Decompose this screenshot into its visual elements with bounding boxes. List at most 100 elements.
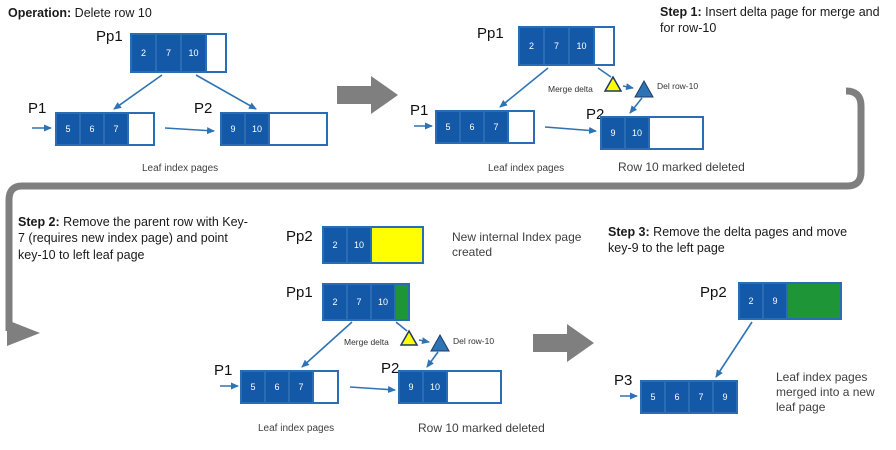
page-cell: 7 — [288, 370, 314, 404]
page-cell: 2 — [322, 283, 348, 321]
page-cell: 2 — [322, 226, 348, 264]
page-cell: 6 — [79, 112, 105, 146]
leaf-pages-caption: Leaf index pages — [488, 163, 565, 174]
s2-merge-to-del-arrow — [418, 337, 430, 345]
page-label-p2: P2 — [381, 360, 400, 377]
page-s2-p2: 9 10 — [398, 370, 502, 404]
page-cell: 2 — [738, 282, 764, 320]
s1-del-row-icon — [634, 79, 654, 98]
step2-title: Step 2: Remove the parent row with Key-7… — [18, 214, 253, 263]
page-label-pp1: Pp1 — [96, 28, 123, 45]
page-cell-empty — [593, 26, 615, 66]
page-s1-p2: 9 10 — [600, 116, 704, 150]
page-s1-p1: 5 6 7 — [435, 110, 535, 144]
page-cell: 7 — [155, 33, 182, 73]
leaf-pages-caption: Leaf index pages — [142, 163, 219, 174]
page-label-p1: P1 — [410, 102, 429, 119]
op-p1-to-p2-arrow — [164, 127, 215, 135]
page-label-pp1: Pp1 — [286, 284, 313, 301]
s2-p1-to-p2-arrow — [349, 386, 396, 394]
page-label-pp1: Pp1 — [477, 25, 504, 42]
page-cell: 6 — [664, 380, 690, 414]
page-cell: 10 — [346, 226, 372, 264]
merge-delta-label: Merge delta — [344, 337, 389, 347]
page-cell-empty — [312, 370, 339, 404]
page-label-p2: P2 — [586, 106, 605, 123]
s2-del-row-icon — [430, 333, 450, 352]
page-cell: 2 — [130, 33, 157, 73]
page-cell: 5 — [240, 370, 266, 404]
s1-pp1-to-p1-arrow — [499, 67, 549, 108]
step1-title-bold: Step 1: — [660, 5, 702, 19]
page-cell: 5 — [640, 380, 666, 414]
page-cell: 10 — [370, 283, 396, 321]
leaf-pages-caption: Leaf index pages — [258, 423, 335, 434]
page-label-pp2: Pp2 — [700, 284, 727, 301]
wrap-connector-line — [5, 87, 865, 331]
op-pp1-to-p2-arrow — [195, 74, 257, 110]
del-row-label: Del row-10 — [657, 81, 699, 91]
page-cell-empty — [507, 110, 535, 144]
s3-pp2-to-p3-arrow — [715, 321, 753, 378]
page-cell-green — [394, 283, 410, 321]
page-cell-empty — [648, 116, 704, 150]
row-deleted-caption: Row 10 marked deleted — [418, 421, 545, 435]
page-op-p2: 9 10 — [220, 112, 328, 146]
step3-title: Step 3: Remove the delta pages and move … — [608, 224, 848, 257]
flow-arrow-right-icon — [533, 324, 594, 362]
page-cell: 9 — [762, 282, 788, 320]
page-cell-empty — [446, 370, 502, 404]
page-cell: 7 — [103, 112, 129, 146]
page-cell-green — [786, 282, 842, 320]
s1-merge-to-del-arrow — [622, 83, 634, 91]
flow-arrow-right-icon — [337, 76, 398, 114]
del-row-label: Del row-10 — [453, 336, 495, 346]
page-cell-empty — [268, 112, 328, 146]
page-cell: 10 — [180, 33, 207, 73]
row-deleted-caption: Row 10 marked deleted — [618, 160, 745, 174]
page-label-p3: P3 — [614, 372, 633, 389]
s1-p1-to-p2-arrow — [544, 126, 597, 134]
operation-title-bold: Operation: — [8, 6, 72, 20]
s1-pp1-to-merge-line — [597, 67, 612, 78]
step3-title-rest: Remove the delta pages and move key-9 to… — [608, 225, 848, 256]
page-label-p1: P1 — [214, 362, 233, 379]
step3-title-bold: Step 3: — [608, 225, 650, 239]
page-s2-pp1: 2 7 10 — [322, 283, 410, 321]
page-cell: 10 — [422, 370, 448, 404]
page-cell: 7 — [346, 283, 372, 321]
page-cell: 5 — [435, 110, 461, 144]
page-cell: 10 — [624, 116, 650, 150]
step2-title-rest: Remove the parent row with Key-7 (requir… — [18, 215, 248, 262]
page-cell: 7 — [543, 26, 570, 66]
page-cell: 9 — [600, 116, 626, 150]
page-label-p1: P1 — [28, 100, 47, 117]
s2-pp1-to-p1-arrow — [301, 321, 353, 368]
page-cell: 7 — [483, 110, 509, 144]
new-index-page-caption: New internal Index page created — [452, 230, 582, 259]
page-cell-new-yellow — [370, 226, 424, 264]
operation-title: Operation: Delete row 10 — [8, 5, 238, 21]
page-cell: 6 — [264, 370, 290, 404]
s2-pp1-to-merge-line — [395, 321, 408, 332]
s1-del-to-p2-arrow — [629, 97, 643, 114]
op-pp1-to-p1-arrow — [113, 74, 163, 110]
page-label-pp2: Pp2 — [286, 228, 313, 245]
page-label-p2: P2 — [194, 100, 213, 117]
page-cell: 9 — [398, 370, 424, 404]
page-cell: 6 — [459, 110, 485, 144]
merge-delta-label: Merge delta — [548, 84, 593, 94]
page-cell: 7 — [688, 380, 714, 414]
page-s3-p3: 5 6 7 9 — [640, 380, 738, 414]
merged-leaf-caption: Leaf index pages merged into a new leaf … — [776, 370, 875, 414]
page-cell: 5 — [55, 112, 81, 146]
page-cell: 2 — [518, 26, 545, 66]
page-cell-empty — [127, 112, 155, 146]
page-cell-empty — [205, 33, 227, 73]
page-cell: 10 — [568, 26, 595, 66]
step1-title: Step 1: Insert delta page for merge and … — [660, 4, 888, 37]
page-s2-pp2: 2 10 — [322, 226, 424, 264]
s2-merge-delta-icon — [399, 329, 419, 346]
